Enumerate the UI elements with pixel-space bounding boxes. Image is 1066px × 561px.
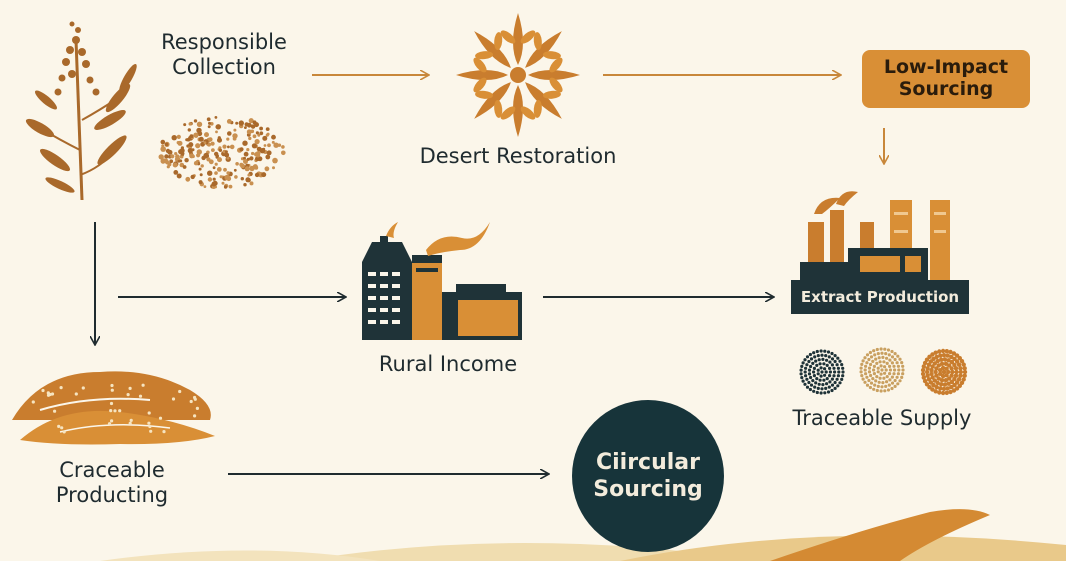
circular-sourcing-line2: Sourcing (593, 477, 703, 502)
low-impact-sourcing-line1: Low-Impact (883, 56, 1009, 79)
plant-sprig-icon (25, 21, 137, 201)
seed-pile-icon (158, 116, 286, 189)
responsible-collection-line2: Collection (172, 55, 276, 80)
responsible-collection-label: Responsible Collection (140, 30, 308, 80)
seed-circle-icon (799, 347, 968, 396)
circular-sourcing-line1: Ciircular (595, 449, 701, 475)
traceable-supply-label: Traceable Supply (792, 406, 972, 430)
leaf-star-icon (456, 13, 580, 137)
large-factory-icon (800, 191, 950, 280)
factory-icon (362, 222, 522, 340)
craceable-producting-label: Craceable Producting (20, 458, 204, 508)
craceable-producting-line1: Craceable (59, 458, 165, 482)
responsible-collection-line1: Responsible (161, 30, 287, 54)
sand-mound-icon (12, 371, 215, 445)
craceable-producting-line2: Producting (55, 483, 169, 508)
desert-restoration-label: Desert Restoration (419, 144, 617, 168)
circular-sourcing-circle: Ciircular Sourcing (572, 400, 724, 552)
low-impact-sourcing-line2: Sourcing (898, 78, 994, 100)
dune-icon (100, 509, 1066, 561)
extract-production-label: Extract Production (791, 280, 969, 314)
low-impact-sourcing-box: Low-Impact Sourcing (862, 50, 1030, 108)
rural-income-label: Rural Income (378, 352, 518, 376)
